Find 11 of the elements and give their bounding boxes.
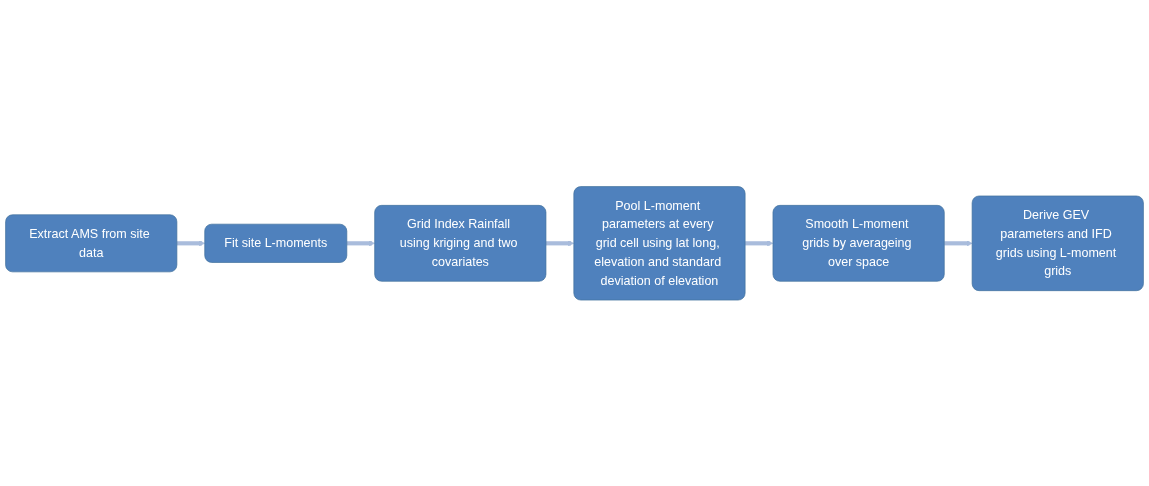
arrow <box>346 239 375 247</box>
node-box: Fit site L-moments <box>204 223 348 263</box>
node-box: Extract AMS from site data <box>5 214 178 272</box>
arrow <box>745 239 774 247</box>
node-box: Pool L-moment parameters at every grid cell using lat long, elevation and standard deviation of elevation <box>573 185 746 301</box>
arrow <box>545 239 575 247</box>
node-box: Grid Index Rainfall using kriging and two covariates <box>374 204 547 282</box>
arrow <box>176 239 205 247</box>
node-box: Derive GEV parameters and IFD grids using L-moment grids <box>971 195 1144 291</box>
arrow <box>944 239 973 247</box>
node-box: Smooth L-moment grids by averageing over space <box>772 204 945 282</box>
